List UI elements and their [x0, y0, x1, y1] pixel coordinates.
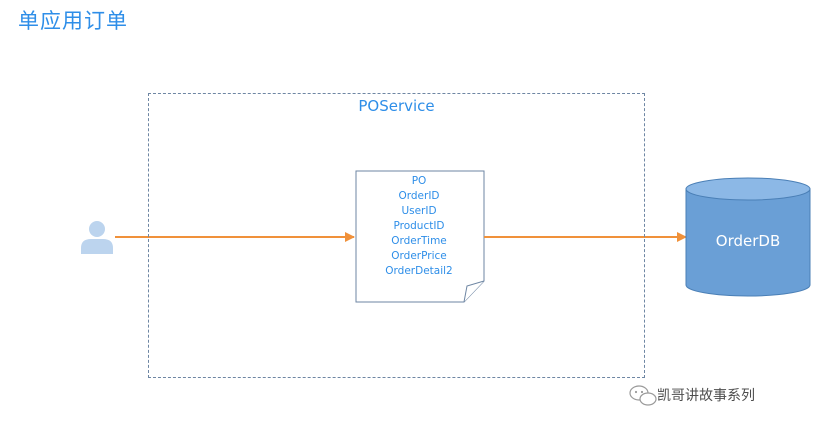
document-fields: PO OrderID UserID ProductID OrderTime Or…: [356, 174, 482, 279]
watermark-text: 凯哥讲故事系列: [657, 388, 755, 404]
doc-line-user-id: UserID: [401, 205, 437, 217]
wechat-icon: [629, 385, 657, 406]
doc-line-po: PO: [411, 175, 427, 187]
po-document: [355, 170, 485, 303]
user-icon: [81, 221, 113, 254]
doc-line-product-id: ProductID: [393, 220, 445, 232]
page-title: 单应用订单: [18, 9, 128, 33]
doc-line-order-time: OrderTime: [391, 235, 447, 247]
doc-line-order-price: OrderPrice: [391, 250, 447, 262]
service-boundary: POService: [148, 93, 645, 378]
database-label: OrderDB: [715, 232, 781, 250]
service-label: POService: [358, 97, 435, 115]
database-cylinder: [685, 177, 811, 297]
watermark: 凯哥讲故事系列: [627, 383, 755, 407]
doc-line-order-detail: OrderDetail2: [385, 265, 453, 277]
doc-line-order-id: OrderID: [398, 190, 440, 202]
